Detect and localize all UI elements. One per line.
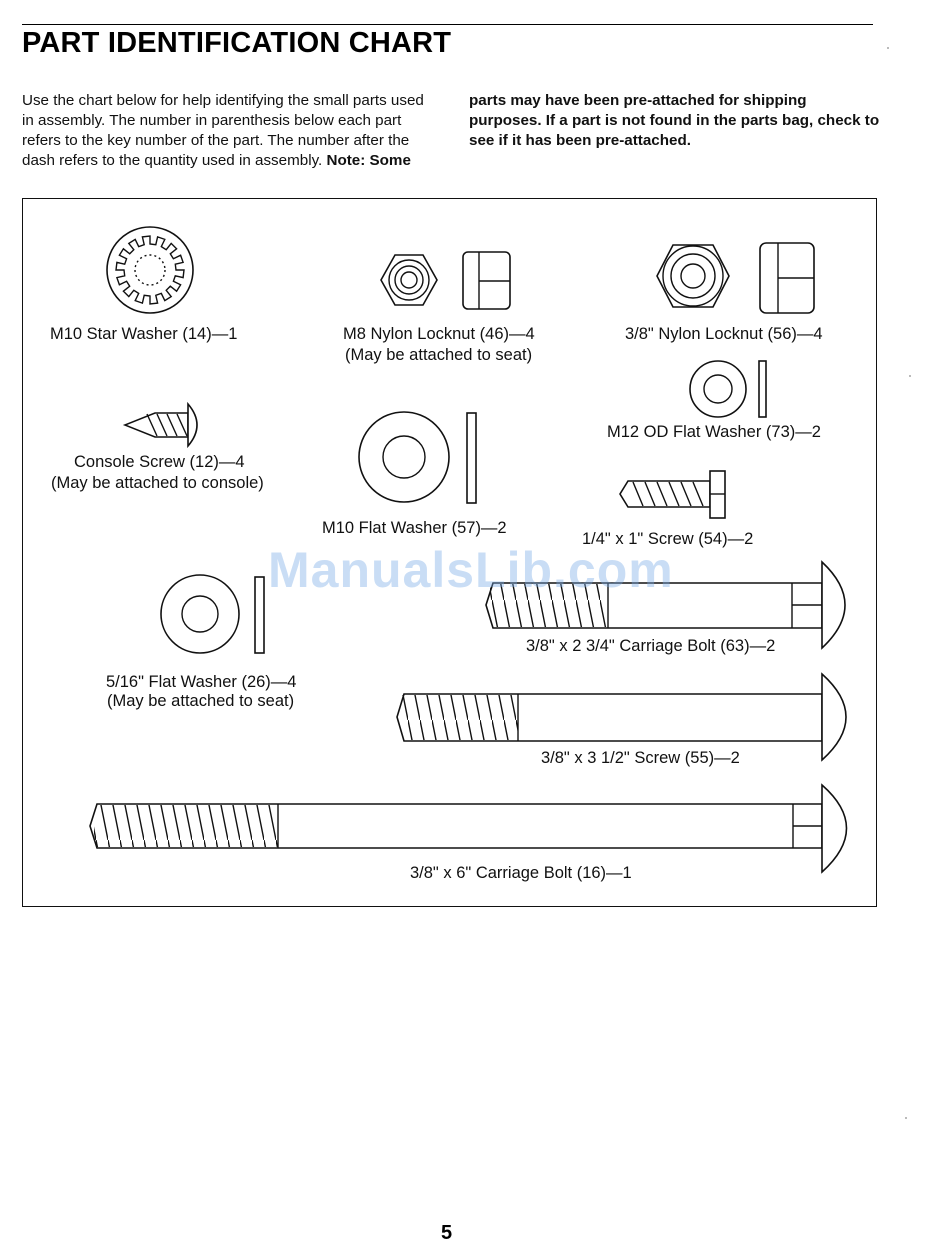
carriage-bolt-6-label: 3/8" x 6" Carriage Bolt (16)—1 xyxy=(410,864,632,882)
m8-locknut-side-icon xyxy=(462,251,511,310)
five-sixteenth-flat-washer-note: (May be attached to seat) xyxy=(107,692,294,710)
five-sixteenth-flat-washer-icon xyxy=(160,574,265,654)
scan-speck xyxy=(905,1117,907,1119)
three-eighth-screw-label: 3/8" x 3 1/2" Screw (55)—2 xyxy=(541,749,740,767)
m8-locknut-note: (May be attached to seat) xyxy=(345,346,532,364)
nylon-locknut-front-icon xyxy=(656,244,730,308)
nylon-locknut-side-icon xyxy=(759,242,815,314)
carriage-bolt-234-icon xyxy=(485,560,846,650)
star-washer-label: M10 Star Washer (14)—1 xyxy=(50,325,237,343)
quarter-inch-screw-label: 1/4" x 1" Screw (54)—2 xyxy=(582,530,753,548)
parts-chart-frame xyxy=(22,198,877,907)
m10-flat-washer-label: M10 Flat Washer (57)—2 xyxy=(322,519,507,537)
note-text: Note: Some parts may have been pre-attac… xyxy=(326,92,880,169)
intro-paragraph: Use the chart below for help identifying… xyxy=(22,91,882,171)
m8-locknut-label: M8 Nylon Locknut (46)—4 xyxy=(343,325,535,343)
page-number: 5 xyxy=(441,1222,453,1244)
console-screw-icon xyxy=(122,401,198,449)
intro-text: Use the chart below for help identifying… xyxy=(22,92,424,169)
m8-locknut-front-icon xyxy=(380,254,438,306)
m12-flat-washer-icon xyxy=(689,360,767,418)
scan-speck xyxy=(887,47,889,49)
carriage-bolt-6-icon xyxy=(89,783,848,874)
m10-flat-washer-icon xyxy=(358,411,477,504)
page-title: PART IDENTIFICATION CHART xyxy=(22,27,452,59)
three-eighth-screw-icon xyxy=(396,672,847,762)
scan-speck xyxy=(909,375,911,377)
five-sixteenth-flat-washer-label: 5/16" Flat Washer (26)—4 xyxy=(106,673,296,691)
console-screw-note: (May be attached to console) xyxy=(51,474,264,492)
top-rule xyxy=(22,24,873,25)
carriage-bolt-234-label: 3/8" x 2 3/4" Carriage Bolt (63)—2 xyxy=(526,637,775,655)
m12-flat-washer-label: M12 OD Flat Washer (73)—2 xyxy=(607,423,821,441)
nylon-locknut-label: 3/8" Nylon Locknut (56)—4 xyxy=(625,325,823,343)
star-washer-icon xyxy=(106,226,194,314)
watermark: ManualsLib.com xyxy=(268,542,674,598)
quarter-inch-screw-icon xyxy=(619,470,726,519)
console-screw-label: Console Screw (12)—4 xyxy=(74,453,245,471)
